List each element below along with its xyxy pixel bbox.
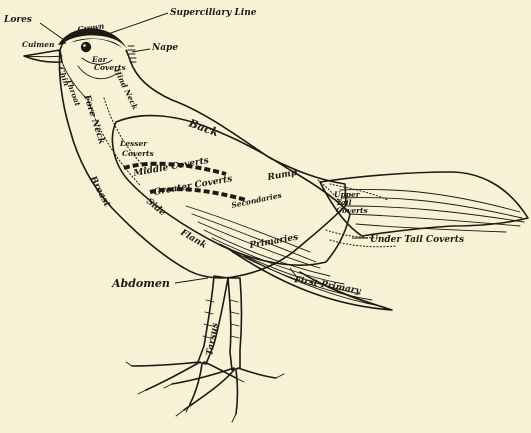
- label-superciliary-line: Superciliary Line: [170, 8, 257, 18]
- label-secondaries: Secondaries: [231, 190, 284, 210]
- label-primaries: Primaries: [248, 233, 299, 252]
- label-lesser: Lesser: [119, 139, 148, 148]
- label-back: Back: [186, 116, 221, 139]
- foot-right: [172, 368, 276, 414]
- label-upper-tail-coverts: Coverts: [336, 206, 369, 215]
- legs: [126, 276, 284, 422]
- label-under-tail-coverts: Under Tail Coverts: [370, 235, 464, 245]
- labels: Lores Crown Superciliary Line Culmen Nap…: [3, 8, 464, 357]
- label-culmen: Culmen: [22, 40, 54, 49]
- label-throat: Throat: [64, 78, 82, 108]
- label-side: Side: [144, 197, 167, 219]
- label-lesser-coverts: Coverts: [122, 149, 155, 158]
- label-abdomen: Abdomen: [111, 277, 170, 290]
- label-nape: Nape: [151, 43, 178, 53]
- eye: [81, 42, 91, 52]
- label-lores: Lores: [3, 15, 32, 25]
- label-breast: Breast: [87, 174, 112, 210]
- label-first-primary: First Primary: [292, 275, 362, 297]
- label-fore-neck: Fore Neck: [81, 93, 107, 146]
- leg-right: [228, 278, 242, 370]
- label-middle-coverts: Middle Coverts: [132, 156, 210, 179]
- label-rump: Rump: [266, 168, 299, 183]
- label-greater-coverts: Greater Coverts: [153, 174, 233, 198]
